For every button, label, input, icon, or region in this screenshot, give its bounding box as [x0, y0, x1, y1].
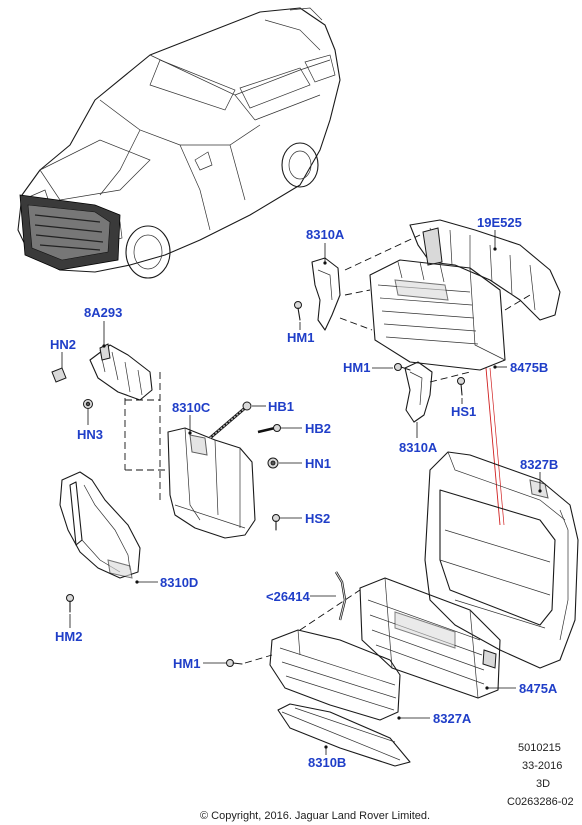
fastener-hb2: [257, 424, 281, 434]
part-8a293-bracket: [89, 343, 153, 401]
callout-hn2[interactable]: HN2: [50, 337, 77, 352]
callout-hs1[interactable]: HS1: [451, 404, 477, 419]
callout-hm1-lower[interactable]: HM1: [173, 656, 201, 671]
fastener-hm1-upper: [294, 301, 302, 321]
copyright-notice: © Copyright, 2016. Jaguar Land Rover Lim…: [200, 810, 431, 822]
part-8327a-lower-panel: [269, 629, 401, 721]
callout-hn1[interactable]: HN1: [305, 456, 332, 471]
vehicle-illustration: [17, 7, 341, 279]
part-8327b-frame: [424, 451, 579, 669]
callout-8475b[interactable]: 8475B: [510, 360, 549, 375]
info-view: 3D: [536, 778, 551, 790]
callout-hs2[interactable]: HS2: [305, 511, 331, 526]
info-drawing-number: C0263286-02: [507, 796, 574, 808]
fastener-hn1: [267, 457, 279, 469]
part-26414-hose: [334, 571, 347, 621]
callout-hb2[interactable]: HB2: [305, 421, 332, 436]
callout-8310a-mid[interactable]: 8310A: [399, 440, 438, 455]
fastener-hn2: [51, 367, 67, 383]
front-end-module-highlight: [19, 194, 121, 271]
callout-8a293[interactable]: 8A293: [84, 305, 123, 320]
part-8310a-upper-bracket: [311, 257, 341, 331]
fastener-hm2: [66, 594, 74, 613]
callout-8327b[interactable]: 8327B: [520, 457, 559, 472]
fastener-hs1: [457, 377, 465, 396]
part-8310c-bracket: [167, 427, 256, 539]
callout-8327a[interactable]: 8327A: [433, 711, 472, 726]
part-8310d-deflector: [59, 471, 141, 579]
fastener-hb1: [209, 401, 252, 440]
callout-8310d[interactable]: 8310D: [160, 575, 199, 590]
callout-8310a-upper[interactable]: 8310A: [306, 227, 345, 242]
callout-hm1-upper[interactable]: HM1: [287, 330, 315, 345]
callout-hb1[interactable]: HB1: [268, 399, 295, 414]
callout-26414[interactable]: <26414: [266, 589, 310, 604]
callout-19e525[interactable]: 19E525: [477, 215, 522, 230]
callout-hm1-mid[interactable]: HM1: [343, 360, 371, 375]
part-8310b-lower-deflector: [277, 703, 411, 767]
part-8475a-grille: [359, 577, 501, 699]
part-19e525-support-bracket: [409, 219, 561, 321]
fastener-hs2: [272, 514, 280, 531]
callout-hn3[interactable]: HN3: [77, 427, 104, 442]
fastener-hn3: [83, 399, 93, 409]
part-8475b-active-shutter: [369, 259, 506, 371]
callout-8475a[interactable]: 8475A: [519, 681, 558, 696]
info-code-2: 33-2016: [522, 760, 563, 772]
fastener-hm1-mid: [394, 363, 411, 371]
callout-8310b[interactable]: 8310B: [308, 755, 347, 770]
leader-lines: [61, 230, 542, 755]
callout-hm2[interactable]: HM2: [55, 629, 83, 644]
info-code-1: 5010215: [518, 742, 561, 754]
part-8310a-mid-bracket: [404, 361, 433, 423]
callout-8310c[interactable]: 8310C: [172, 400, 211, 415]
fastener-hm1-lower: [226, 659, 243, 667]
